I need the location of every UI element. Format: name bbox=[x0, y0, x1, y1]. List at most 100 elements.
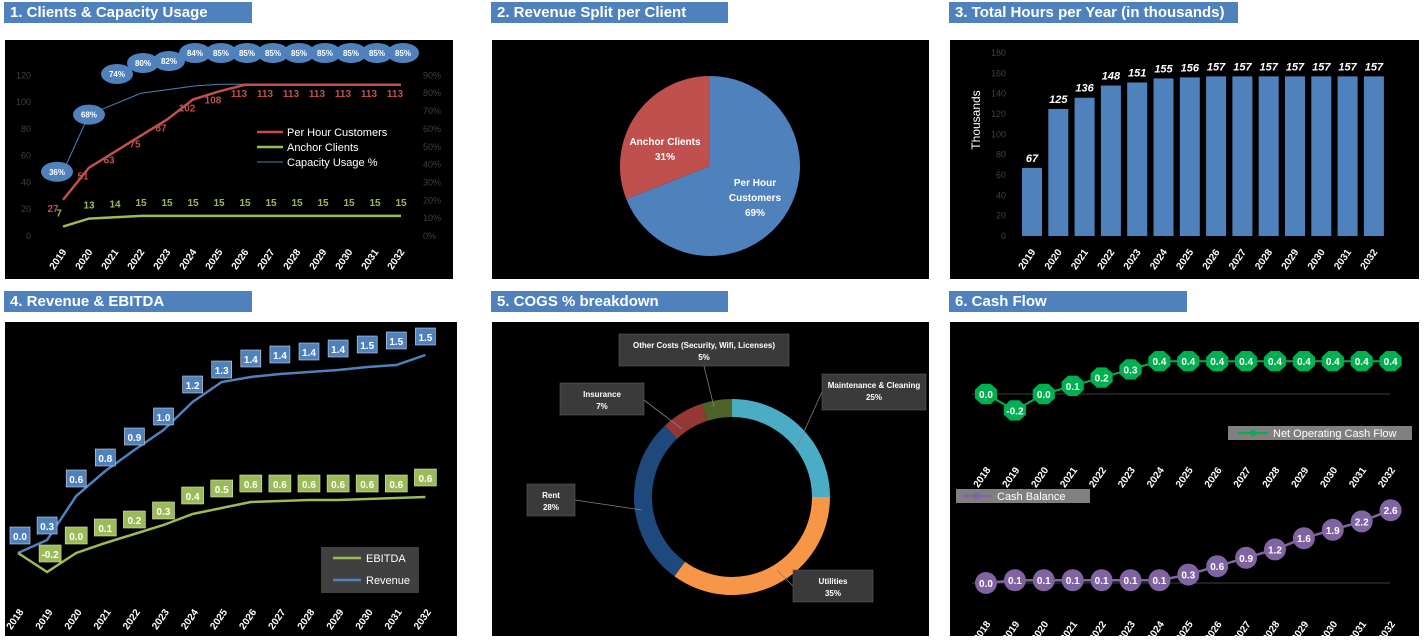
x-tick-label: 2032 bbox=[1376, 465, 1398, 490]
capacity-label: 84% bbox=[187, 49, 203, 58]
capacity-bubble bbox=[387, 43, 419, 63]
cash-label: 0.1 bbox=[1124, 576, 1138, 587]
y-tick-label: 60 bbox=[21, 151, 31, 161]
anchor-label: 15 bbox=[395, 198, 407, 209]
capacity-label: 85% bbox=[213, 49, 229, 58]
leader-line bbox=[776, 569, 794, 587]
bar-value-label: 157 bbox=[1286, 61, 1305, 73]
y-tick-label: 0 bbox=[1001, 231, 1006, 241]
y2-tick-label: 70% bbox=[423, 106, 441, 116]
ebitda-label: 0.6 bbox=[302, 480, 316, 491]
ocf-label: 0.2 bbox=[1095, 374, 1109, 385]
x-tick-label: 2026 bbox=[1203, 465, 1225, 490]
x-tick-label: 2030 bbox=[334, 247, 356, 272]
legend-label: EBITDA bbox=[366, 553, 406, 565]
x-tick-label: 2020 bbox=[74, 247, 96, 272]
bar bbox=[1179, 77, 1200, 237]
x-tick-label: 2019 bbox=[48, 247, 70, 272]
x-tick-label: 2022 bbox=[1096, 247, 1118, 272]
bar-value-label: 157 bbox=[1312, 61, 1331, 73]
ebitda-label: 0.6 bbox=[244, 480, 258, 491]
ocf-label: 0.0 bbox=[1037, 390, 1051, 401]
per-hour-label: 102 bbox=[179, 103, 196, 114]
capacity-label: 85% bbox=[343, 49, 359, 58]
percent-label: 5% bbox=[698, 353, 710, 362]
cash-label: 1.9 bbox=[1326, 526, 1340, 537]
x-tick-label: 2025 bbox=[1174, 465, 1196, 490]
x-tick-label: 2031 bbox=[383, 607, 405, 632]
x-tick-label: 2022 bbox=[1087, 465, 1109, 490]
y-tick-label: 40 bbox=[21, 177, 31, 187]
per-hour-label: 113 bbox=[309, 89, 326, 100]
anchor-label: 15 bbox=[317, 198, 329, 209]
ebitda-label-box bbox=[326, 474, 350, 493]
x-tick-label: 2022 bbox=[1087, 619, 1109, 636]
ebitda-label: 0.0 bbox=[69, 532, 83, 543]
cash-label: 0.6 bbox=[1210, 562, 1224, 573]
x-tick-label: 2031 bbox=[1347, 619, 1369, 636]
ocf-marker bbox=[1292, 351, 1315, 372]
capacity-bubble bbox=[179, 43, 211, 63]
ebitda-label-box bbox=[210, 479, 233, 498]
revenue-label: 1.4 bbox=[302, 348, 316, 359]
bar-value-label: 157 bbox=[1207, 61, 1226, 73]
x-tick-label: 2022 bbox=[121, 607, 143, 632]
revenue-label: 0.6 bbox=[69, 475, 83, 486]
revenue-line bbox=[17, 353, 426, 555]
ebitda-label: 0.6 bbox=[418, 474, 432, 485]
x-tick-label: 2021 bbox=[1058, 619, 1080, 636]
bar-value-label: 156 bbox=[1181, 62, 1200, 74]
capacity-bubble bbox=[41, 161, 73, 182]
revenue-label: 1.4 bbox=[331, 345, 345, 356]
anchor-label: 15 bbox=[239, 198, 251, 209]
bar-value-label: 157 bbox=[1260, 61, 1279, 73]
x-tick-label: 2029 bbox=[325, 607, 347, 632]
ocf-marker bbox=[1263, 351, 1287, 372]
x-tick-label: 2020 bbox=[1043, 247, 1065, 272]
cash-marker bbox=[1206, 555, 1229, 578]
bar-value-label: 125 bbox=[1049, 94, 1068, 106]
label-box bbox=[526, 483, 576, 517]
cash-label: 1.2 bbox=[1268, 545, 1282, 556]
panel-1-title: 1. Clients & Capacity Usage bbox=[4, 2, 252, 23]
x-tick-label: 2029 bbox=[1290, 619, 1312, 636]
capacity-bubble bbox=[101, 64, 133, 84]
x-tick-label: 2028 bbox=[296, 607, 318, 632]
revenue-label-box bbox=[211, 360, 232, 379]
capacity-label: 85% bbox=[369, 49, 385, 58]
y-tick-label: 20 bbox=[21, 204, 31, 214]
ebitda-label-box bbox=[384, 474, 408, 493]
cash-marker bbox=[1379, 499, 1402, 522]
capacity-label: 85% bbox=[291, 49, 307, 58]
leader-line bbox=[796, 391, 823, 448]
x-tick-label: 2020 bbox=[63, 607, 85, 632]
legend-label: Net Operating Cash Flow bbox=[1273, 428, 1397, 440]
cash-label: 0.3 bbox=[1181, 571, 1195, 582]
revenue-label: 1.4 bbox=[244, 355, 258, 366]
anchor-label: 15 bbox=[369, 198, 381, 209]
ebitda-label: 0.3 bbox=[157, 507, 171, 518]
ocf-label: 0.4 bbox=[1326, 357, 1340, 368]
leader-line bbox=[703, 365, 715, 408]
x-tick-label: 2021 bbox=[92, 607, 114, 632]
y-tick-label: 60 bbox=[996, 170, 1006, 180]
x-tick-label: 2022 bbox=[126, 247, 148, 272]
x-tick-label: 2027 bbox=[1232, 619, 1254, 636]
ocf-marker bbox=[1177, 351, 1200, 372]
x-tick-label: 2023 bbox=[152, 247, 174, 272]
x-tick-label: 2026 bbox=[230, 247, 252, 272]
capacity-label: 85% bbox=[395, 49, 411, 58]
y-tick-label: 120 bbox=[16, 70, 31, 80]
cash-label: 2.6 bbox=[1384, 506, 1398, 517]
x-tick-label: 2032 bbox=[386, 247, 408, 272]
cash-marker bbox=[1350, 510, 1373, 533]
category-label: Insurance bbox=[583, 390, 621, 399]
per-hour-label: 113 bbox=[283, 89, 300, 100]
y2-tick-label: 50% bbox=[423, 142, 441, 152]
x-tick-label: 2020 bbox=[1029, 465, 1051, 490]
ebitda-line bbox=[17, 495, 426, 574]
anchor-label: 15 bbox=[135, 198, 147, 209]
revenue-label: 1.4 bbox=[273, 351, 287, 362]
